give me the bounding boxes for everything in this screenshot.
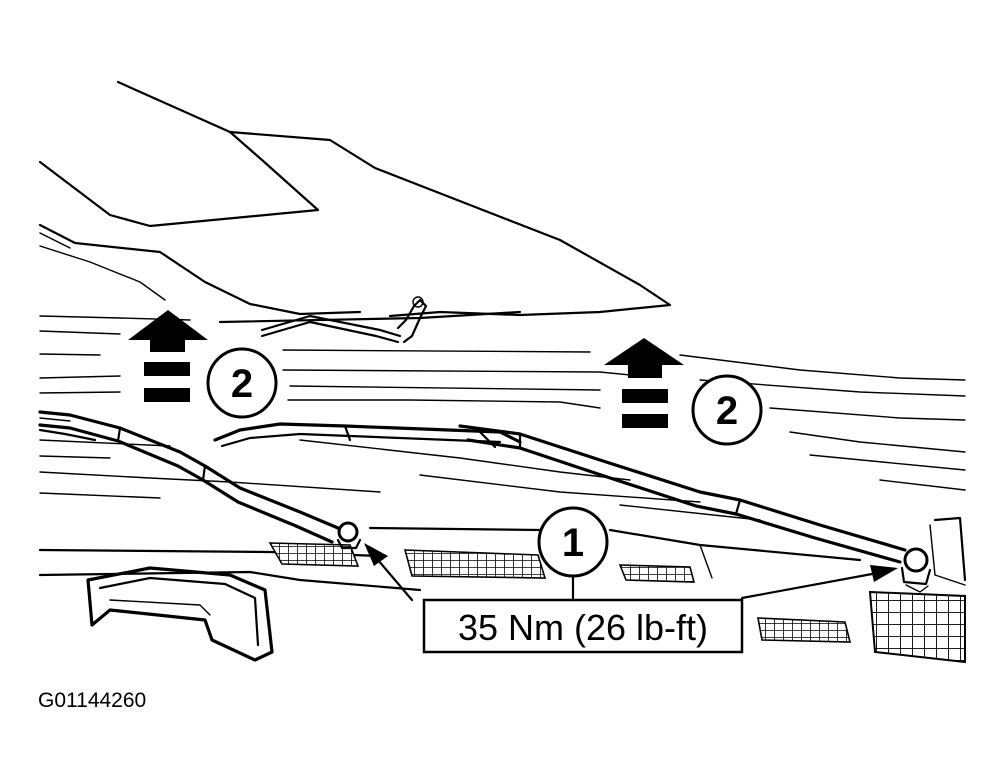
torque-spec-box: 35 Nm (26 lb-ft) [422, 598, 744, 654]
torque-leaders [364, 543, 898, 602]
leader-arrowhead-left-icon [364, 543, 388, 566]
leader-arrowhead-right-icon [870, 565, 898, 582]
strut-tower-bracket [86, 566, 274, 662]
cowl-grille [268, 542, 966, 664]
right-lift-arrow-icon [604, 338, 684, 428]
callout-2-right-number: 2 [716, 389, 738, 433]
callout-2-left-number: 2 [231, 362, 253, 406]
callout-1-number: 1 [562, 521, 584, 565]
right-pivot-nut-icon [900, 547, 932, 593]
callout-2-left: 2 [206, 347, 278, 419]
left-pivot-nut-icon [336, 521, 362, 550]
callout-1: 1 [537, 506, 609, 578]
left-wiper-arm [38, 410, 362, 550]
right-wiper-arm [458, 424, 932, 593]
callout-2-right: 2 [691, 374, 763, 446]
torque-spec-label: 35 Nm (26 lb-ft) [458, 607, 708, 648]
left-lift-arrow-icon [128, 310, 208, 402]
figure-id: G01144260 [38, 689, 146, 712]
